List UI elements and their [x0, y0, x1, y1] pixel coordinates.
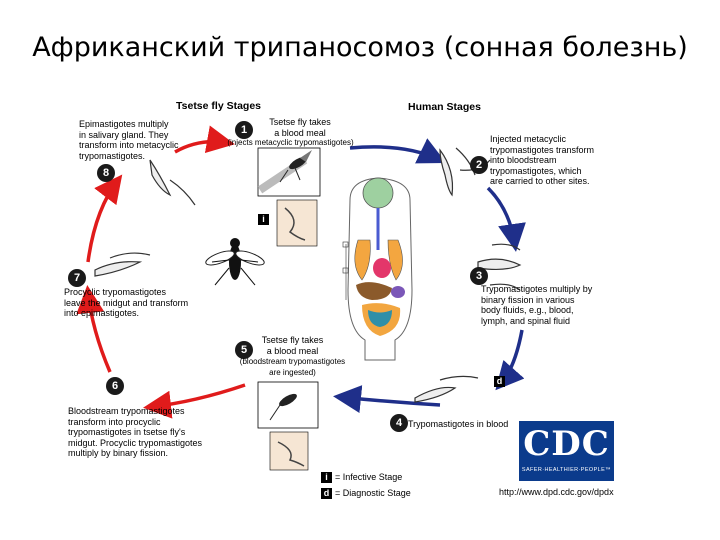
stage-3-parasite	[477, 243, 522, 291]
stage-7-parasite	[94, 252, 151, 277]
stage-2-badge: 2	[470, 156, 488, 174]
tsetse-fly-illustration	[205, 238, 265, 286]
legend-diagnostic-symbol: d	[321, 488, 332, 499]
stage-5-note: (bloodstream trypomastigotes are ingeste…	[239, 357, 346, 377]
stage-1-parasite-inset	[276, 199, 318, 247]
stage-1-text: Tsetse fly takes a blood meal	[269, 117, 331, 138]
arrow-8-to-1	[174, 125, 235, 154]
stage-6-parasite-inset	[269, 431, 309, 471]
arrow-4-to-5	[333, 385, 441, 414]
human-body-illustration	[342, 177, 413, 361]
arrow-7-to-8	[86, 174, 123, 263]
stage-8-parasite	[149, 159, 196, 206]
stage-1-note: (injects metacyclic trypomastigotes)	[227, 138, 354, 147]
source-url[interactable]: http://www.dpd.cdc.gov/dpdx	[499, 487, 614, 497]
stage-1-badge: 1	[235, 121, 253, 139]
diagnostic-marker-stage-4: d	[494, 376, 505, 387]
human-stages-header: Human Stages	[408, 101, 481, 113]
stage-3-badge: 3	[470, 267, 488, 285]
cdc-logo-tagline: SAFER·HEALTHIER·PEOPLE™	[521, 467, 612, 473]
stage-6-fly-illustration	[257, 381, 319, 429]
cdc-logo-text: CDC	[523, 424, 610, 464]
tsetse-stages-header: Tsetse fly Stages	[176, 100, 262, 112]
cdc-logo: CDC SAFER·HEALTHIER·PEOPLE™	[519, 421, 614, 481]
stage-4-parasite	[414, 375, 479, 403]
stage-4-badge: 4	[390, 414, 408, 432]
slide-title: Африканский трипаносомоз (сонная болезнь…	[32, 32, 688, 63]
stage-7-badge: 7	[68, 269, 86, 287]
arrow-6-to-7	[76, 285, 112, 373]
stage-1-fly-illustration	[257, 147, 321, 197]
stage-7-text: Procyclic trypomastigotes leave the midg…	[64, 287, 189, 319]
legend-infective-symbol: i	[321, 472, 332, 483]
legend-infective-label: = Infective Stage	[335, 472, 403, 482]
stage-2-text: Injected metacyclic trypomastigotes tran…	[490, 134, 595, 187]
legend-diagnostic-label: = Diagnostic Stage	[335, 488, 411, 498]
arrow-1-to-2	[349, 138, 447, 164]
stage-6-badge: 6	[106, 377, 124, 395]
stage-8-text: Epimastigotes multiply in salivary gland…	[79, 119, 179, 161]
stage-3-text: Trypomastigotes multiply by binary fissi…	[481, 284, 593, 326]
stage-6-text: Bloodstream trypomastigotes transform in…	[68, 406, 203, 459]
stage-4-text: Trypomastigotes in blood	[408, 419, 509, 429]
arrow-5-to-6	[143, 383, 246, 419]
stage-5-text: Tsetse fly takes a blood meal	[261, 335, 324, 356]
infective-marker-stage-1: i	[258, 214, 269, 225]
arrow-2-to-3	[486, 186, 526, 252]
stage-8-badge: 8	[97, 164, 115, 182]
stage-5-badge: 5	[235, 341, 253, 359]
